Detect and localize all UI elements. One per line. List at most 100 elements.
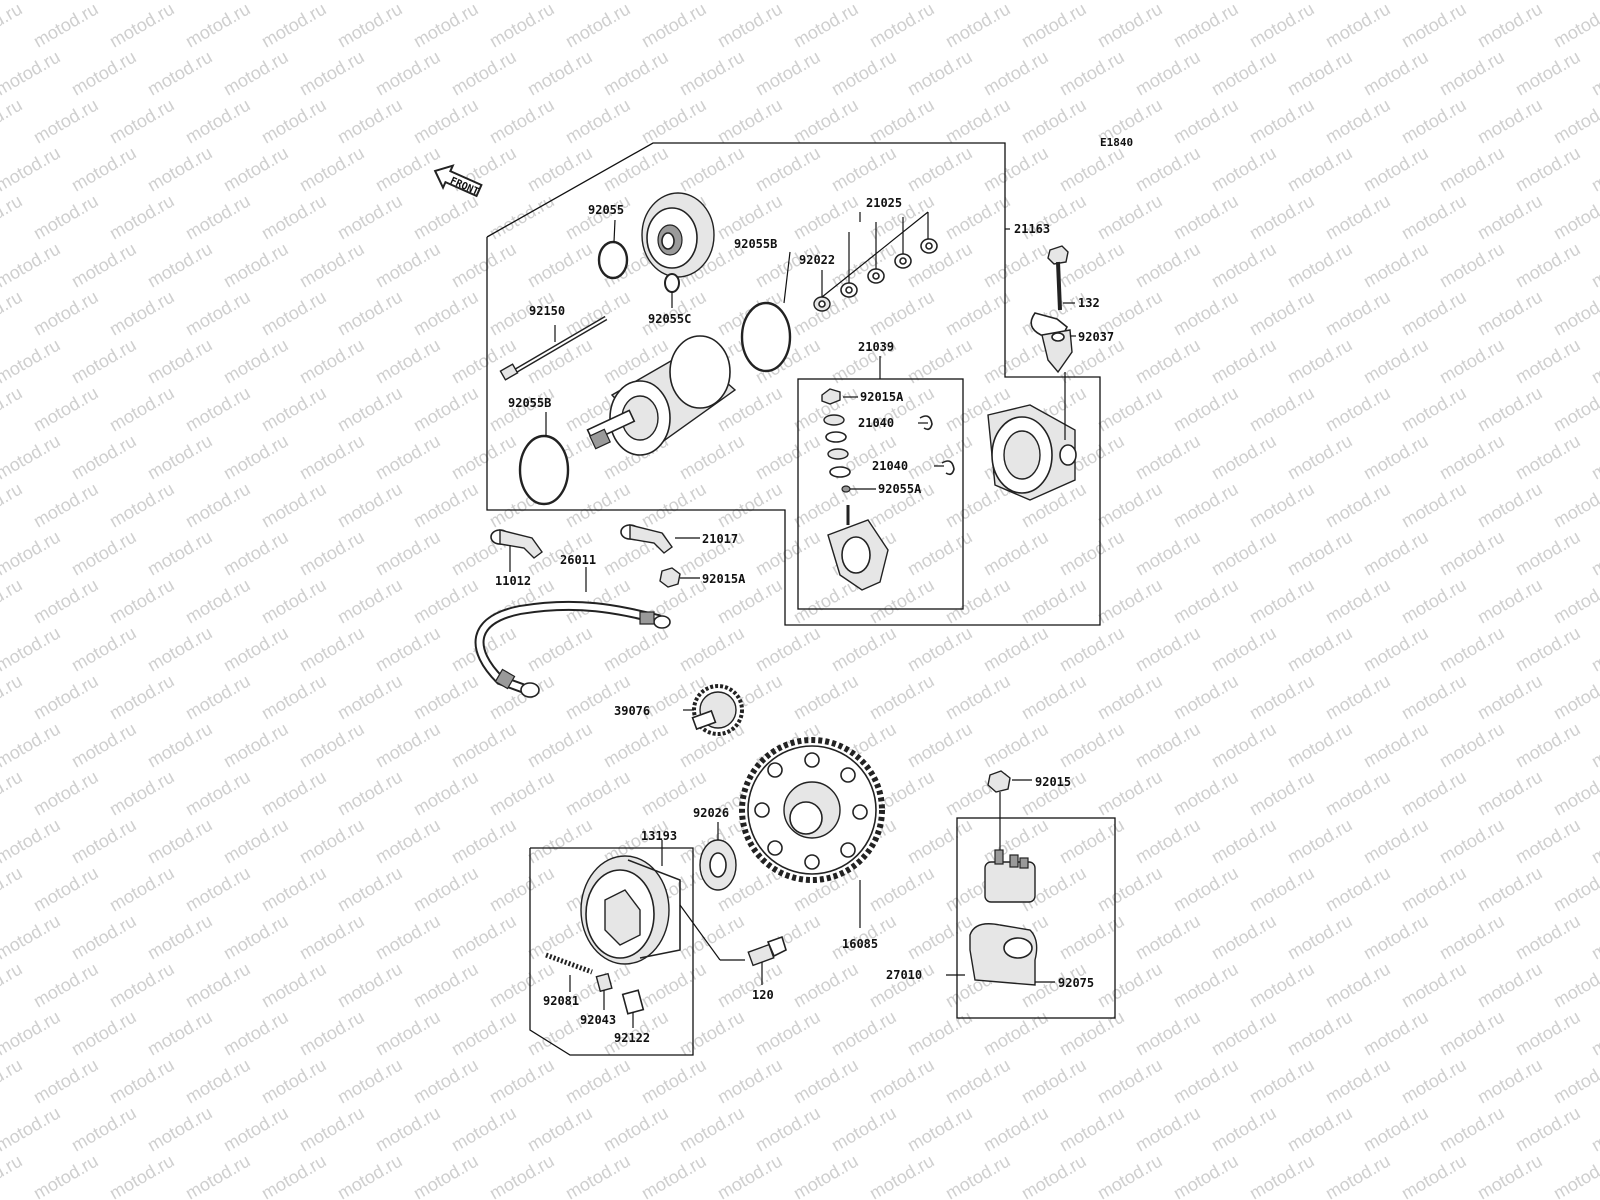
- idle-gear: [691, 684, 744, 736]
- watermark-text: motod.ru: [144, 0, 216, 3]
- watermark-text: motod.ru: [1436, 431, 1508, 484]
- watermark-text: motod.ru: [1132, 527, 1204, 580]
- watermark-text: motod.ru: [1360, 47, 1432, 100]
- watermark-text: motod.ru: [410, 287, 482, 340]
- watermark-text: motod.ru: [1322, 287, 1394, 340]
- watermark-text: motod.ru: [1246, 671, 1318, 724]
- watermark-text: motod.ru: [1550, 671, 1600, 724]
- watermark-text: motod.ru: [486, 1055, 558, 1108]
- watermark-text: motod.ru: [638, 1055, 710, 1108]
- watermark-text: motod.ru: [1360, 431, 1432, 484]
- watermark-text: motod.ru: [0, 1055, 26, 1108]
- watermark-text: motod.ru: [372, 47, 444, 100]
- watermark-text: motod.ru: [1588, 1103, 1600, 1156]
- watermark-text: motod.ru: [1398, 287, 1470, 340]
- watermark-text: motod.ru: [372, 911, 444, 964]
- watermark-text: motod.ru: [410, 1151, 482, 1200]
- watermark-text: motod.ru: [1284, 47, 1356, 100]
- watermark-text: motod.ru: [1512, 335, 1584, 388]
- watermark-text: motod.ru: [1094, 0, 1166, 51]
- part-label-21017: 21017: [702, 532, 739, 546]
- watermark-text: motod.ru: [1474, 863, 1546, 916]
- relay-cover: [969, 923, 1038, 986]
- watermark-text: motod.ru: [1436, 335, 1508, 388]
- part-label-21025: 21025: [866, 196, 903, 210]
- watermark-text: motod.ru: [638, 95, 710, 148]
- watermark-text: motod.ru: [220, 1103, 292, 1156]
- watermark-text: motod.ru: [334, 863, 406, 916]
- watermark-text: motod.ru: [334, 479, 406, 532]
- watermark-text: motod.ru: [486, 863, 558, 916]
- watermark-text: motod.ru: [790, 0, 862, 51]
- watermark-text: motod.ru: [372, 0, 444, 3]
- watermark-text: motod.ru: [1208, 1103, 1280, 1156]
- watermark-text: motod.ru: [486, 1151, 558, 1200]
- watermark-text: motod.ru: [790, 95, 862, 148]
- watermark-text: motod.ru: [410, 0, 482, 51]
- watermark-text: motod.ru: [1550, 479, 1600, 532]
- watermark-text: motod.ru: [220, 431, 292, 484]
- part-label-92150: 92150: [529, 304, 566, 318]
- watermark-text: motod.ru: [1360, 239, 1432, 292]
- watermark-text: motod.ru: [106, 959, 178, 1012]
- watermark-text: motod.ru: [372, 719, 444, 772]
- watermark-text: motod.ru: [1132, 815, 1204, 868]
- watermark-text: motod.ru: [1132, 239, 1204, 292]
- watermark-text: motod.ru: [0, 1103, 64, 1156]
- starter-motor: [586, 335, 737, 456]
- nut-92015a-mid: [659, 567, 681, 588]
- front-arrow: FRONT: [433, 164, 483, 198]
- watermark-text: motod.ru: [220, 911, 292, 964]
- part-label-21040-a: 21040: [858, 416, 895, 430]
- watermark-text: motod.ru: [1588, 335, 1600, 388]
- watermark-text: motod.ru: [1208, 431, 1280, 484]
- watermark-text: motod.ru: [1208, 335, 1280, 388]
- watermark-text: motod.ru: [30, 575, 102, 628]
- watermark-text: motod.ru: [144, 431, 216, 484]
- watermark-text: motod.ru: [144, 815, 216, 868]
- watermark-text: motod.ru: [1398, 191, 1470, 244]
- watermark-text: motod.ru: [220, 143, 292, 196]
- watermark-text: motod.ru: [1246, 479, 1318, 532]
- watermark-text: motod.ru: [1588, 527, 1600, 580]
- part-label-92022: 92022: [799, 253, 836, 267]
- watermark-text: motod.ru: [296, 815, 368, 868]
- watermark-text: motod.ru: [144, 335, 216, 388]
- watermark-text: motod.ru: [790, 479, 862, 532]
- o-ring-92055c: [664, 273, 680, 293]
- starter-rear-housing: [987, 404, 1077, 501]
- watermark-text: motod.ru: [106, 0, 178, 51]
- watermark-text: motod.ru: [1246, 191, 1318, 244]
- watermark-text: motod.ru: [638, 0, 710, 51]
- starter-group-outline: [486, 142, 1101, 626]
- watermark-text: motod.ru: [790, 1055, 862, 1108]
- watermark-text: motod.ru: [220, 527, 292, 580]
- watermark-text: motod.ru: [1132, 1007, 1204, 1060]
- watermark-text: motod.ru: [106, 671, 178, 724]
- watermark-text: motod.ru: [1094, 959, 1166, 1012]
- watermark-text: motod.ru: [106, 479, 178, 532]
- watermark-text: motod.ru: [220, 47, 292, 100]
- watermark-text: motod.ru: [410, 1055, 482, 1108]
- watermark-text: motod.ru: [1132, 911, 1204, 964]
- watermark-text: motod.ru: [182, 95, 254, 148]
- watermark-text: motod.ru: [448, 911, 520, 964]
- watermark-text: motod.ru: [752, 0, 824, 3]
- watermark-text: motod.ru: [1474, 95, 1546, 148]
- watermark-text: motod.ru: [296, 719, 368, 772]
- watermark-text: motod.ru: [448, 335, 520, 388]
- watermark-text: motod.ru: [1284, 815, 1356, 868]
- watermark-text: motod.ru: [562, 287, 634, 340]
- watermark-text: motod.ru: [30, 383, 102, 436]
- watermark-text: motod.ru: [676, 623, 748, 676]
- one-way-clutch: [580, 855, 681, 965]
- watermark-text: motod.ru: [448, 1007, 520, 1060]
- watermark-text: motod.ru: [600, 719, 672, 772]
- watermark-text: motod.ru: [904, 239, 976, 292]
- watermark-text: motod.ru: [1550, 575, 1600, 628]
- part-label-92026: 92026: [693, 806, 730, 820]
- part-label-21039: 21039: [858, 340, 895, 354]
- watermark-text: motod.ru: [372, 239, 444, 292]
- watermark-text: motod.ru: [372, 1007, 444, 1060]
- watermark-text: motod.ru: [1056, 1007, 1128, 1060]
